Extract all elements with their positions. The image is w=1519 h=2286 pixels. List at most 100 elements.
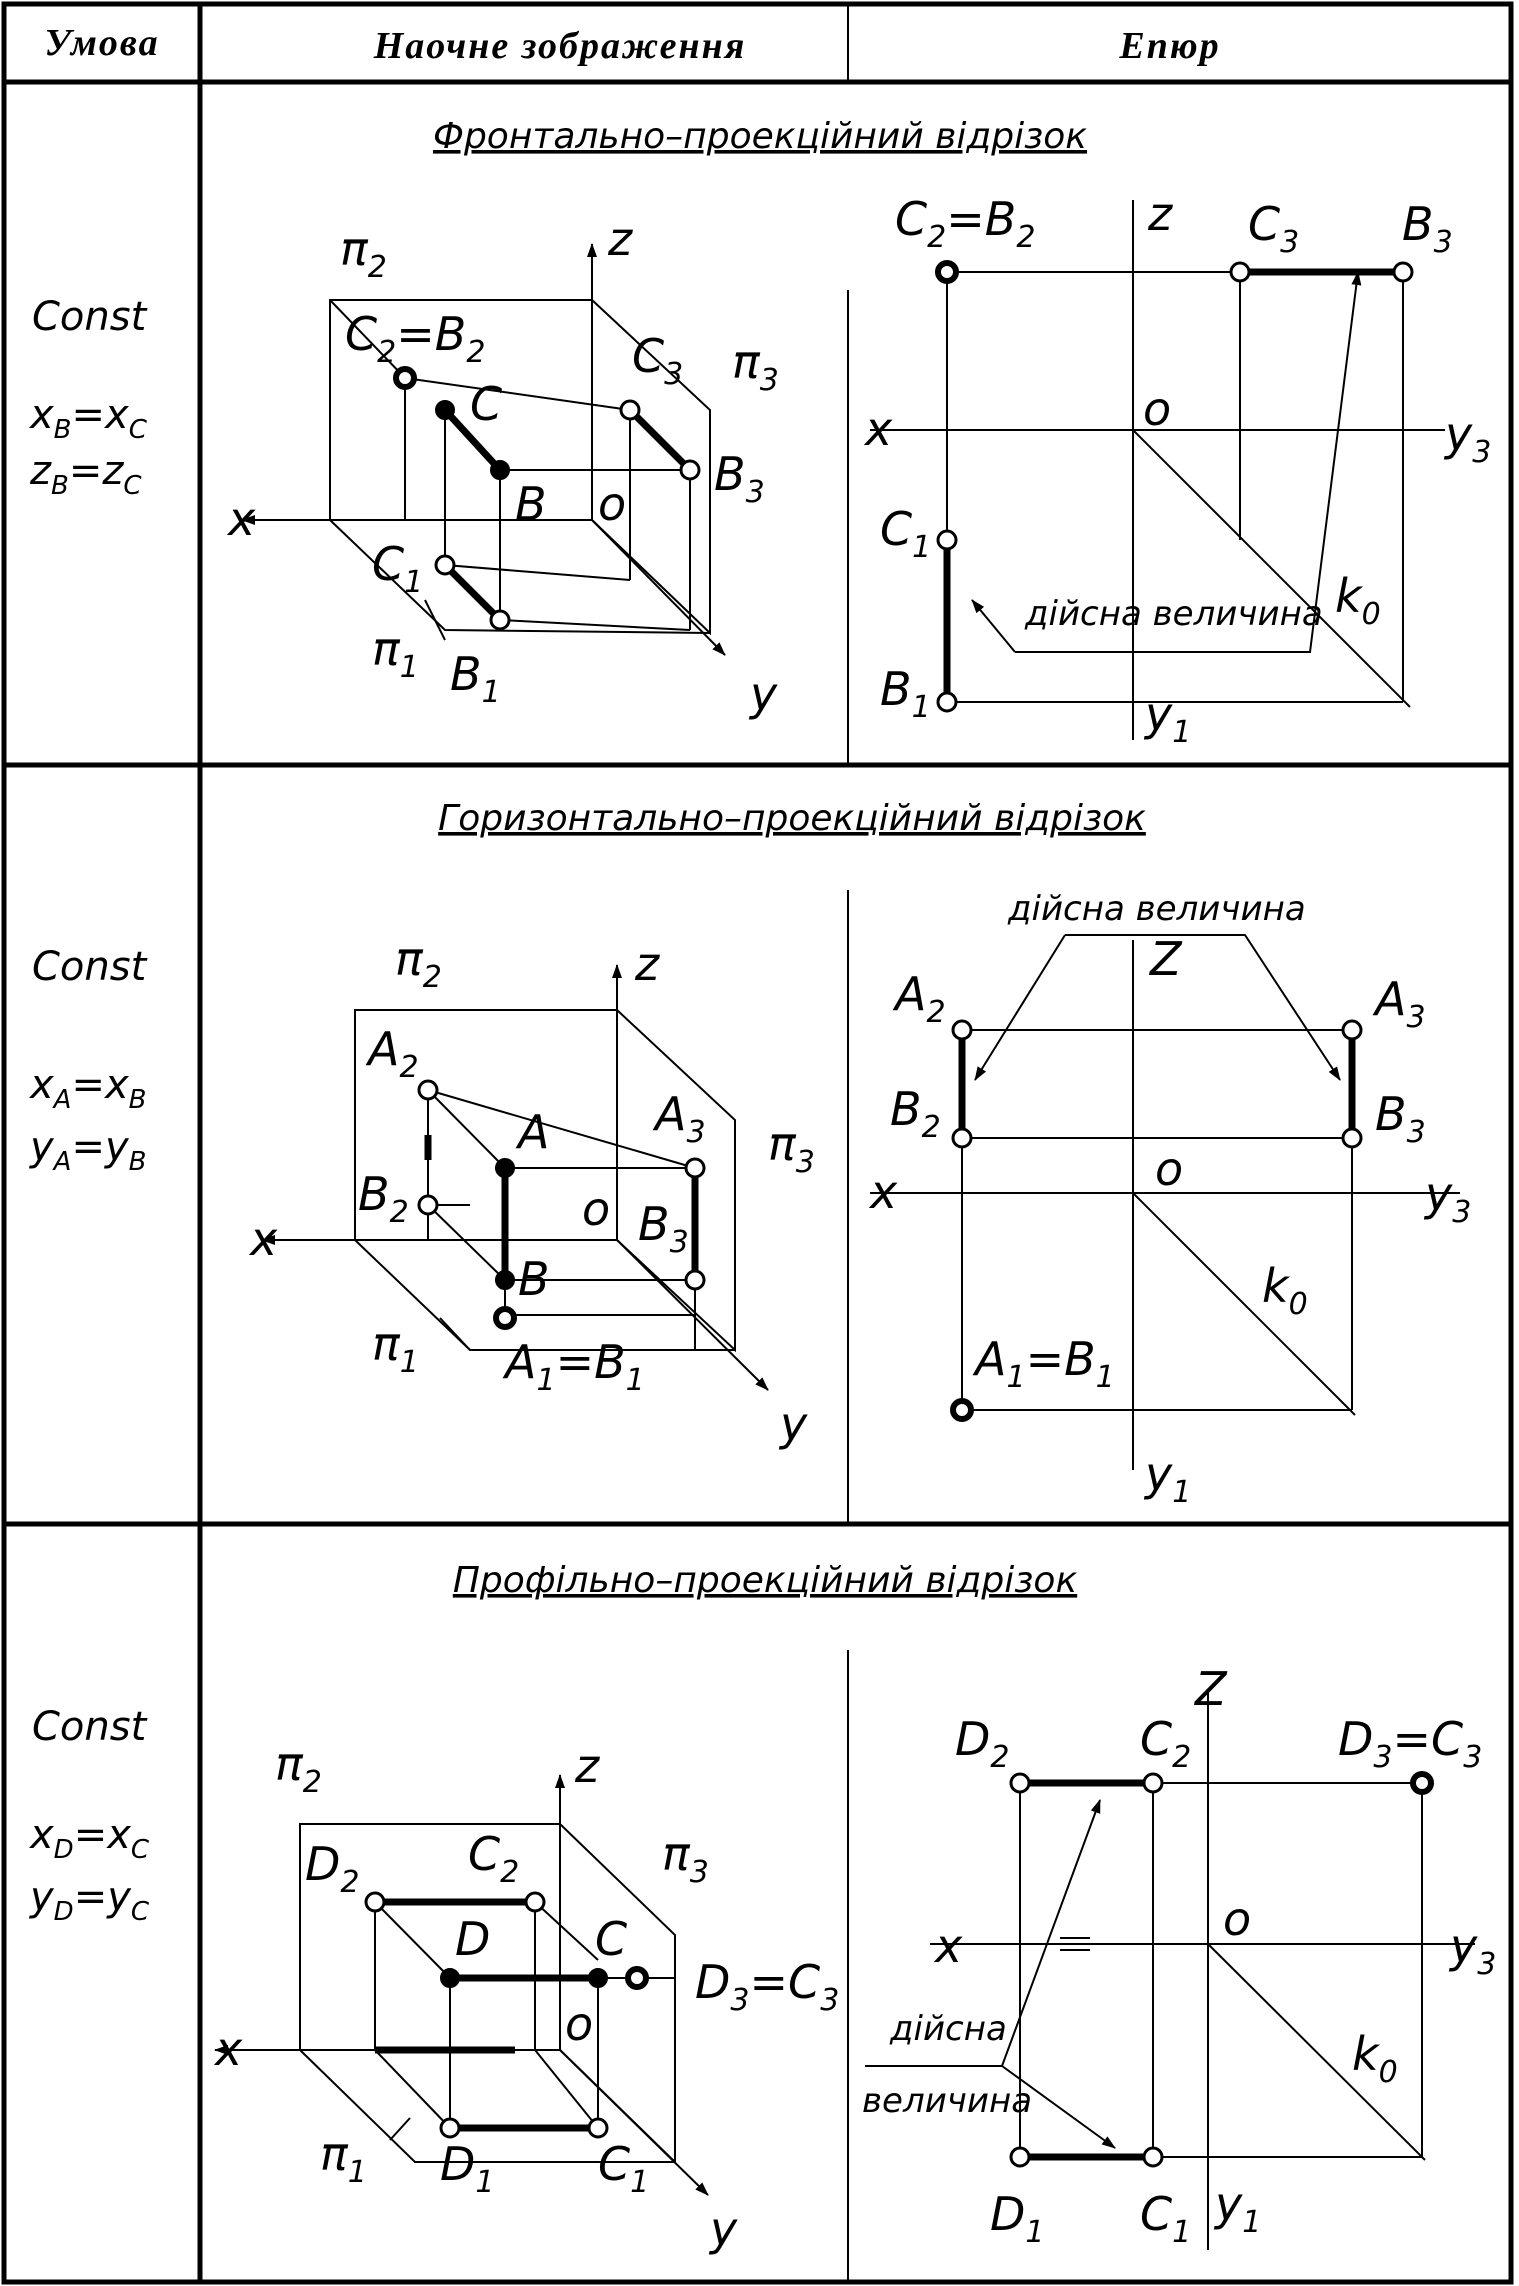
condition-eq2: yD=yC (29, 1874, 150, 1927)
label-c: C (470, 377, 502, 431)
label-k0: k0 (1352, 2027, 1398, 2090)
label-c1: C1 (372, 537, 423, 600)
label-y1: y1 (1143, 1447, 1191, 1510)
label-z: Z (1193, 1662, 1228, 1716)
label-y: y (778, 1397, 808, 1451)
label-o: o (1143, 382, 1171, 436)
label-a1b1: A1=B1 (502, 1335, 645, 1398)
label-y: y (748, 667, 778, 721)
row-title: Фронтально–проекційний відрізок (433, 116, 1087, 157)
label-y3: y3 (1443, 407, 1491, 470)
diagram-epure: Z D2 C2 D3=C3 x o y3 дійсна величина k0 … (862, 1662, 1496, 2250)
visual-image: π2 z A2 A A3 π3 B2 o B3 x B π1 A1=B1 y (248, 932, 815, 1451)
label-a2: A2 (892, 967, 946, 1030)
label-k0: k0 (1335, 569, 1381, 632)
label-pi1: π1 (320, 2127, 367, 2190)
label-b3: B3 (714, 447, 765, 510)
label-o: o (1155, 1142, 1183, 1196)
row-frontal: Фронтально–проекційний відрізок Const xB… (28, 116, 1491, 750)
condition-block: Const xA=xB yA=yB (28, 944, 148, 1177)
condition-eq2: zB=zC (29, 448, 142, 501)
label-b2: B2 (358, 1167, 409, 1230)
label-d3c3: D3=C3 (695, 1955, 839, 2018)
label-x: x (863, 402, 893, 456)
const-label: Const (32, 1704, 148, 1750)
label-o: o (565, 1997, 593, 2051)
true-length-note: дійсна величина (1007, 889, 1306, 929)
label-b3: B3 (1375, 1087, 1426, 1150)
diagram-epure: C2=B2 z C3 B3 x o y3 C1 дійсна величина … (863, 187, 1491, 750)
label-b: B (518, 1252, 550, 1306)
label-c1: C1 (1140, 2187, 1191, 2250)
const-label: Const (32, 294, 148, 340)
visual-image: π2 z C2=B2 C3 π3 C B3 x B o C1 π1 B1 y (226, 212, 779, 721)
label-b2: B2 (890, 1082, 941, 1145)
label-d1: D1 (990, 2187, 1045, 2250)
label-k0: k0 (1262, 1259, 1308, 1322)
label-pi2: π2 (395, 932, 442, 995)
label-pi1: π1 (372, 622, 419, 685)
label-b1: B1 (450, 647, 501, 710)
condition-block: Const xD=xC yD=yC (28, 1704, 150, 1927)
label-c2: C2 (468, 1827, 519, 1890)
label-o: o (582, 1182, 610, 1236)
label-z: Z (1148, 932, 1183, 986)
label-b1: B1 (880, 662, 931, 725)
label-a: A (515, 1105, 549, 1159)
true-length-note-line1: дійсна (889, 2009, 1007, 2049)
label-d1: D1 (440, 2137, 495, 2200)
header-condition: Умова (44, 22, 159, 64)
label-z: z (607, 212, 633, 266)
label-b3: B3 (1402, 197, 1453, 260)
label-c3: C3 (1248, 197, 1299, 260)
label-c1: C1 (598, 2137, 649, 2200)
label-a3: A3 (652, 1087, 706, 1150)
condition-eq2: yA=yB (29, 1124, 147, 1177)
label-x: x (213, 2022, 243, 2076)
label-a3: A3 (1372, 972, 1426, 1035)
label-c2: C2 (1140, 1712, 1191, 1775)
condition-eq1: xA=xB (28, 1062, 147, 1115)
label-pi2: π2 (340, 222, 387, 285)
true-length-note-line2: величина (862, 2081, 1032, 2121)
diagram-epure: дійсна величина Z A2 A3 B2 B3 x o y3 k0 … (868, 889, 1471, 1510)
label-y3: y3 (1423, 1167, 1471, 1230)
label-pi3: π3 (662, 1827, 709, 1890)
header-diagram: Епюр (1118, 25, 1220, 67)
label-c2b2: C2=B2 (345, 307, 485, 370)
label-a2: A2 (365, 1022, 419, 1085)
label-z: z (1147, 187, 1173, 241)
label-b: B (515, 477, 547, 531)
label-c3: C3 (632, 329, 683, 392)
label-pi3: π3 (732, 335, 779, 398)
label-o: o (598, 477, 626, 531)
visual-image: π2 z D2 C2 π3 D C D3=C3 x o π1 D1 C1 y (213, 1737, 839, 2256)
row-horizontal: Горизонтально–проекційний відрізок Const… (28, 798, 1471, 1510)
label-y: y (708, 2202, 738, 2256)
label-y1: y1 (1143, 687, 1191, 750)
label-d3c3: D3=C3 (1338, 1712, 1482, 1775)
label-x: x (933, 1919, 963, 1973)
label-pi2: π2 (275, 1737, 322, 1800)
row-title: Профільно–проекційний відрізок (453, 1560, 1078, 1601)
const-label: Const (32, 944, 148, 990)
label-y1: y1 (1213, 2177, 1261, 2240)
label-b3: B3 (638, 1197, 689, 1260)
label-c1: C1 (880, 502, 931, 565)
label-x: x (868, 1165, 898, 1219)
label-x: x (226, 492, 256, 546)
condition-eq1: xB=xC (28, 392, 148, 445)
label-x: x (248, 1212, 278, 1266)
label-z: z (634, 937, 660, 991)
label-c: C (595, 1912, 627, 1966)
condition-eq1: xD=xC (28, 1812, 150, 1865)
label-c2b2: C2=B2 (895, 192, 1035, 255)
header-visual: Наочне зображення (373, 25, 747, 67)
label-d2: D2 (955, 1712, 1010, 1775)
label-d: D (455, 1912, 490, 1966)
label-y3: y3 (1448, 1919, 1496, 1982)
label-o: o (1223, 1892, 1251, 1946)
label-pi3: π3 (768, 1117, 815, 1180)
row-profile: Профільно–проекційний відрізок Const xD=… (28, 1560, 1496, 2256)
